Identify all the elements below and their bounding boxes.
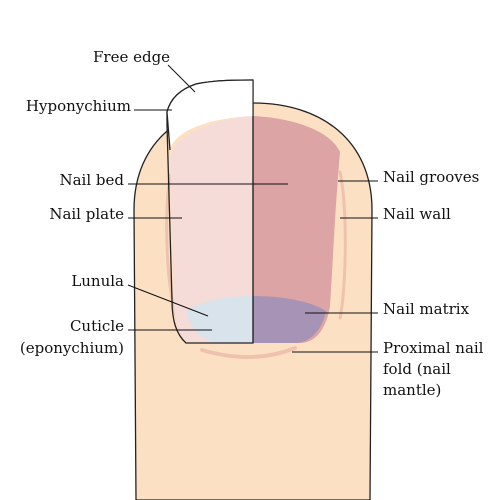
label-eponychium: (eponychium) xyxy=(20,339,124,357)
label-nail-matrix: Nail matrix xyxy=(383,300,470,318)
label-proximal-fold-2: fold (nail xyxy=(383,360,451,378)
proximal-fold-curve xyxy=(200,346,297,359)
label-hyponychium: Hyponychium xyxy=(26,97,131,115)
label-cuticle: Cuticle xyxy=(70,317,124,335)
label-nail-grooves: Nail grooves xyxy=(383,168,479,186)
label-free-edge: Free edge xyxy=(93,48,170,66)
label-lunula: Lunula xyxy=(71,272,124,290)
lunula-shape xyxy=(186,296,253,343)
free-edge-fill xyxy=(167,80,253,150)
label-nail-plate: Nail plate xyxy=(49,205,124,223)
nail-wall-curve xyxy=(338,170,347,320)
leader-lunula xyxy=(127,284,209,317)
label-nail-wall: Nail wall xyxy=(383,205,451,223)
leader-free-edge xyxy=(167,64,196,93)
label-proximal-fold-3: mantle) xyxy=(383,381,441,399)
label-nail-bed: Nail bed xyxy=(59,171,124,189)
label-proximal-fold-1: Proximal nail xyxy=(383,339,484,357)
nail-bed-right xyxy=(253,116,340,343)
nail-plate-left xyxy=(170,116,253,343)
nail-matrix-shape xyxy=(253,296,326,343)
free-edge-outline xyxy=(166,79,254,151)
